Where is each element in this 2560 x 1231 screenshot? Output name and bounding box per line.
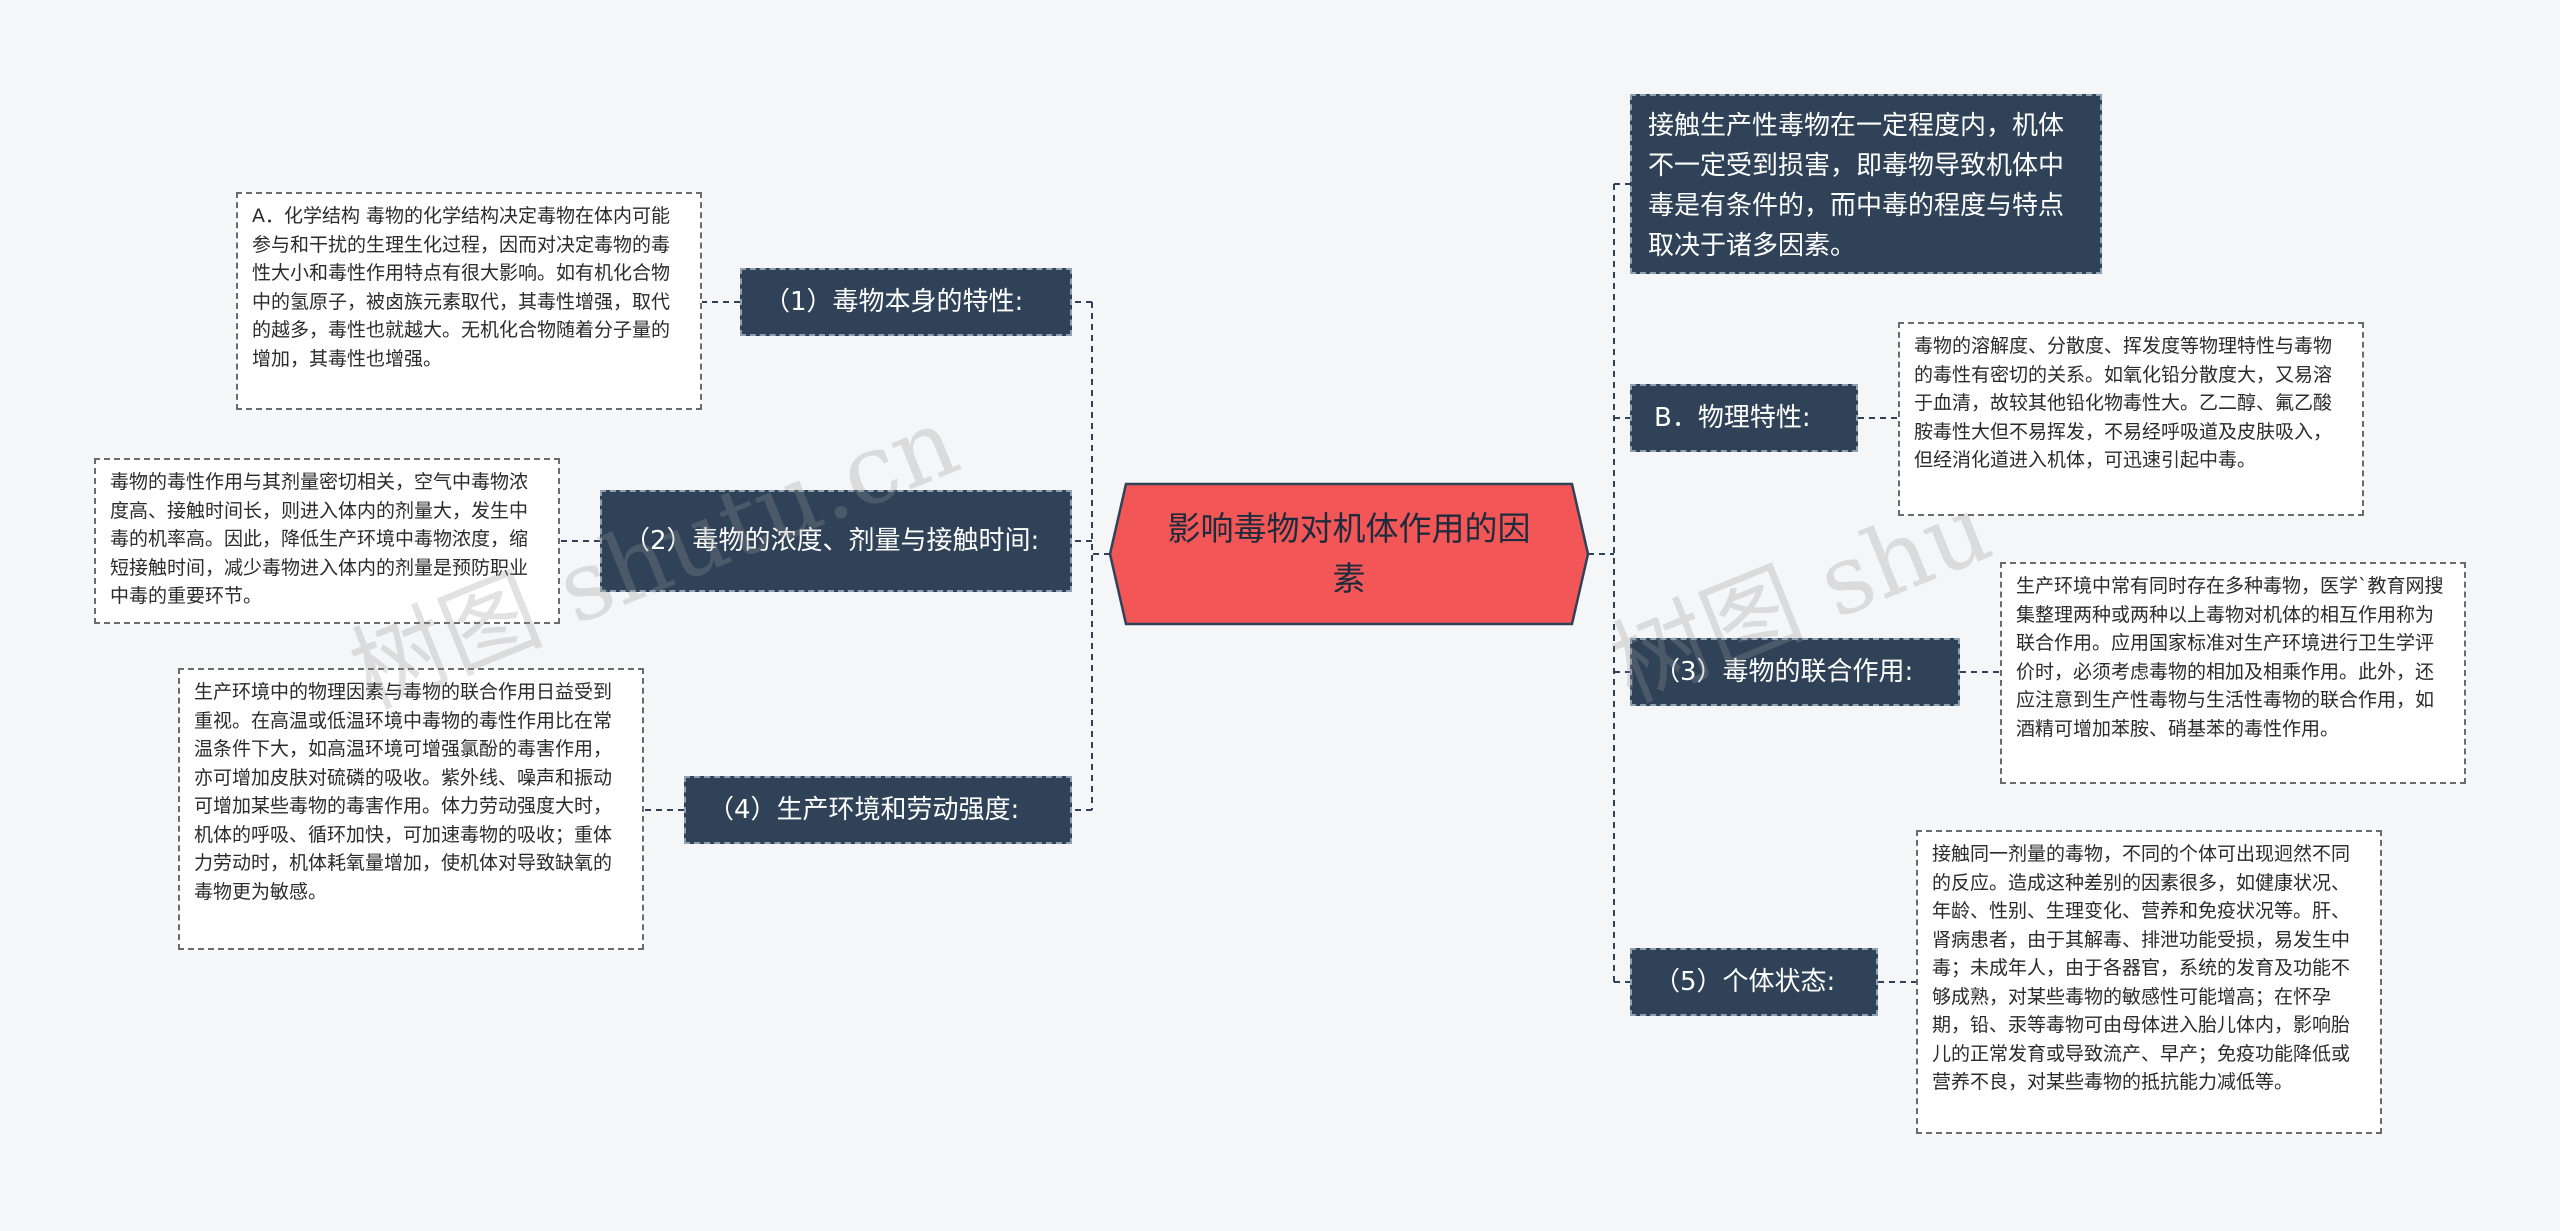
leaf-text: A．化学结构 毒物的化学结构决定毒物在体内可能参与和干扰的生理生化过程，因而对决… bbox=[252, 205, 671, 370]
leaf-text: 毒物的毒性作用与其剂量密切相关，空气中毒物浓度高、接触时间长，则进入体内的剂量大… bbox=[110, 471, 529, 607]
branch-individual-state[interactable]: （5）个体状态: bbox=[1630, 948, 1878, 1016]
branch-label: （1）毒物本身的特性: bbox=[764, 287, 1024, 317]
leaf-chemical-structure[interactable]: A．化学结构 毒物的化学结构决定毒物在体内可能参与和干扰的生理生化过程，因而对决… bbox=[236, 192, 702, 410]
branch-toxin-properties[interactable]: （1）毒物本身的特性: bbox=[740, 268, 1072, 336]
leaf-text: 毒物的溶解度、分散度、挥发度等物理特性与毒物的毒性有密切的关系。如氧化铅分散度大… bbox=[1914, 335, 2333, 471]
leaf-environment-detail[interactable]: 生产环境中的物理因素与毒物的联合作用日益受到重视。在高温或低温环境中毒物的毒性作… bbox=[178, 668, 644, 950]
branch-concentration-dose[interactable]: （2）毒物的浓度、剂量与接触时间: bbox=[600, 490, 1072, 592]
leaf-dose-relation[interactable]: 毒物的毒性作用与其剂量密切相关，空气中毒物浓度高、接触时间长，则进入体内的剂量大… bbox=[94, 458, 560, 624]
branch-label: （4）生产环境和劳动强度: bbox=[708, 795, 1020, 825]
leaf-individual-detail[interactable]: 接触同一剂量的毒物，不同的个体可出现迥然不同的反应。造成这种差别的因素很多，如健… bbox=[1916, 830, 2382, 1134]
leaf-combined-detail[interactable]: 生产环境中常有同时存在多种毒物，医学`教育网搜集整理两种或两种以上毒物对机体的相… bbox=[2000, 562, 2466, 784]
branch-label: （5）个体状态: bbox=[1654, 967, 1836, 997]
intro-note[interactable]: 接触生产性毒物在一定程度内，机体不一定受到损害，即毒物导致机体中毒是有条件的，而… bbox=[1630, 94, 2102, 274]
central-topic[interactable]: 影响毒物对机体作用的因素 bbox=[1110, 484, 1588, 624]
leaf-text: 接触同一剂量的毒物，不同的个体可出现迥然不同的反应。造成这种差别的因素很多，如健… bbox=[1932, 843, 2351, 1093]
leaf-text: 生产环境中常有同时存在多种毒物，医学`教育网搜集整理两种或两种以上毒物对机体的相… bbox=[2016, 575, 2444, 740]
branch-combined-effect[interactable]: （3）毒物的联合作用: bbox=[1630, 638, 1960, 706]
branch-label: B．物理特性: bbox=[1654, 403, 1811, 433]
leaf-physical-detail[interactable]: 毒物的溶解度、分散度、挥发度等物理特性与毒物的毒性有密切的关系。如氧化铅分散度大… bbox=[1898, 322, 2364, 516]
branch-label: （3）毒物的联合作用: bbox=[1654, 657, 1914, 687]
intro-note-text: 接触生产性毒物在一定程度内，机体不一定受到损害，即毒物导致机体中毒是有条件的，而… bbox=[1648, 111, 2065, 261]
branch-physical-properties[interactable]: B．物理特性: bbox=[1630, 384, 1858, 452]
leaf-text: 生产环境中的物理因素与毒物的联合作用日益受到重视。在高温或低温环境中毒物的毒性作… bbox=[194, 681, 613, 903]
central-topic-label: 影响毒物对机体作用的因素 bbox=[1167, 509, 1531, 598]
branch-environment-labor[interactable]: （4）生产环境和劳动强度: bbox=[684, 776, 1072, 844]
branch-label: （2）毒物的浓度、剂量与接触时间: bbox=[624, 526, 1040, 556]
